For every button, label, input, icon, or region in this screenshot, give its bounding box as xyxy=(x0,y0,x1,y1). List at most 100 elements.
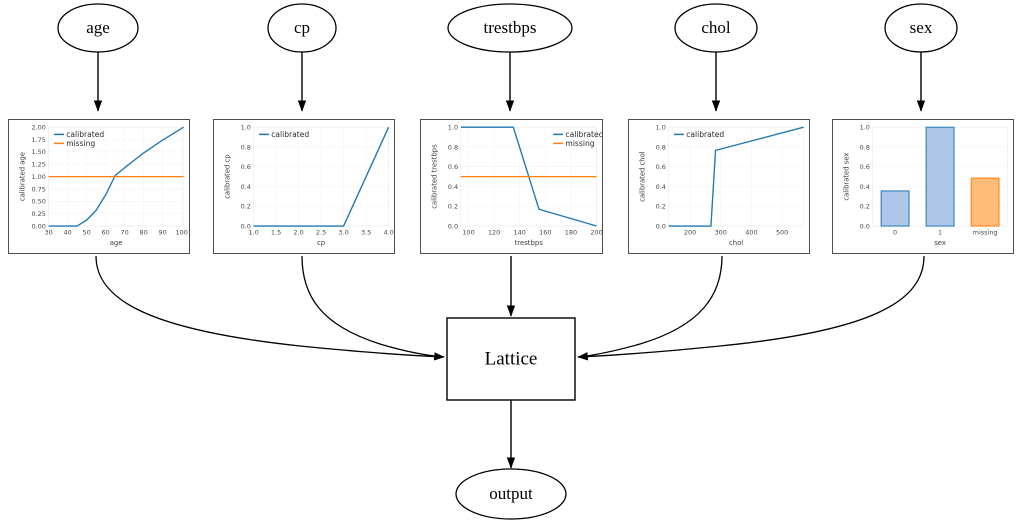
x-tick-label: 3.0 xyxy=(338,228,348,236)
y-axis-title: calibrated cp xyxy=(223,154,231,198)
y-axis-title: calibrated age xyxy=(18,152,26,201)
input-node-cp[interactable]: cp xyxy=(267,3,337,53)
y-tick-label: 0.00 xyxy=(31,222,45,230)
x-tick-label: 40 xyxy=(63,228,71,236)
x-tick-label: 4.0 xyxy=(383,228,393,236)
output-node-label: output xyxy=(489,484,533,503)
x-axis-title: age xyxy=(110,239,123,247)
lattice-node-label: Lattice xyxy=(485,348,538,369)
x-tick-label: 400 xyxy=(745,228,757,236)
input-node-trestbps[interactable]: trestbps xyxy=(447,3,573,53)
x-tick-label: 60 xyxy=(102,228,110,236)
y-tick-label: 1.0 xyxy=(448,124,458,132)
x-tick-label: 180 xyxy=(565,228,577,236)
x-tick-label: 80 xyxy=(140,228,148,236)
y-tick-label: 0.2 xyxy=(448,203,458,211)
x-tick-label: missing xyxy=(973,228,998,236)
bar-1 xyxy=(925,126,955,227)
input-node-sex[interactable]: sex xyxy=(884,3,958,53)
x-tick-label: 140 xyxy=(514,228,526,236)
x-tick-label: 30 xyxy=(44,228,52,236)
y-tick-label: 1.75 xyxy=(31,136,45,144)
y-tick-label: 0.8 xyxy=(448,143,458,151)
y-tick-label: 0.6 xyxy=(448,163,458,171)
series-line-calibrated xyxy=(460,126,597,227)
input-node-chol[interactable]: chol xyxy=(674,3,758,53)
lattice-node[interactable]: Lattice xyxy=(446,317,576,401)
y-tick-label: 1.50 xyxy=(31,148,45,156)
y-tick-label: 0.6 xyxy=(656,163,666,171)
bar-0 xyxy=(880,190,910,227)
y-axis-title: calibrated sex xyxy=(842,153,850,201)
input-node-sex-label: sex xyxy=(910,18,933,37)
legend-label-missing: missing xyxy=(66,139,95,148)
x-tick-label: 200 xyxy=(684,228,696,236)
x-tick-label: 120 xyxy=(488,228,500,236)
input-node-cp-label: cp xyxy=(294,18,310,37)
legend-box xyxy=(550,128,596,154)
x-tick-label: 1.0 xyxy=(248,228,258,236)
y-axis-title: calibrated chol xyxy=(638,151,646,202)
plot-area xyxy=(668,126,804,227)
y-tick-label: 0.0 xyxy=(860,222,870,230)
legend-label-calibrated: calibrated xyxy=(565,130,602,139)
edge-cp-chart-to-lattice xyxy=(301,255,445,361)
y-tick-label: 0.0 xyxy=(448,222,458,230)
x-axis-title: sex xyxy=(934,239,946,247)
x-axis-title: cp xyxy=(317,239,325,247)
y-tick-label: 0.6 xyxy=(860,163,870,171)
output-node[interactable]: output xyxy=(455,468,567,520)
x-axis-title: trestbps xyxy=(515,239,544,247)
y-tick-label: 0.8 xyxy=(860,143,870,151)
x-tick-label: 2.5 xyxy=(316,228,326,236)
y-tick-label: 0.2 xyxy=(860,203,870,211)
series-line-calibrated xyxy=(668,126,804,227)
edge-chol-chart-to-lattice xyxy=(577,255,723,360)
x-tick-label: 160 xyxy=(539,228,551,236)
y-axis-title: calibrated trestbps xyxy=(430,144,438,209)
x-tick-label: 500 xyxy=(776,228,788,236)
x-tick-label: 1.5 xyxy=(271,228,281,236)
x-tick-label: 300 xyxy=(715,228,727,236)
y-tick-label: 0.0 xyxy=(241,222,251,230)
input-node-chol-label: chol xyxy=(701,18,731,37)
legend-label-calibrated: calibrated xyxy=(271,130,309,139)
legend-label-calibrated: calibrated xyxy=(66,130,104,139)
y-tick-label: 0.75 xyxy=(31,185,45,193)
x-tick-label: 2.0 xyxy=(293,228,303,236)
legend-box xyxy=(256,128,302,145)
legend-label-calibrated: calibrated xyxy=(686,130,724,139)
bar-missing xyxy=(970,177,1000,227)
x-tick-label: 1 xyxy=(938,228,942,236)
edge-sex-chart-to-lattice xyxy=(577,255,925,361)
edge-age-chart-to-lattice xyxy=(95,255,445,361)
legend-box xyxy=(671,128,717,145)
x-tick-label: 200 xyxy=(590,228,602,236)
x-tick-label: 0 xyxy=(893,228,897,236)
x-tick-label: 90 xyxy=(159,228,167,236)
input-node-trestbps-label: trestbps xyxy=(484,18,537,37)
y-tick-label: 0.4 xyxy=(448,183,458,191)
y-tick-label: 0.4 xyxy=(241,183,251,191)
y-tick-label: 0.8 xyxy=(656,143,666,151)
y-tick-label: 0.2 xyxy=(241,203,251,211)
y-tick-label: 0.25 xyxy=(31,210,45,218)
x-tick-label: 3.5 xyxy=(361,228,371,236)
y-tick-label: 2.00 xyxy=(31,124,45,132)
input-node-age-label: age xyxy=(86,18,110,37)
y-tick-label: 0.0 xyxy=(656,222,666,230)
input-node-age[interactable]: age xyxy=(57,3,139,53)
y-tick-label: 0.4 xyxy=(860,183,870,191)
y-tick-label: 0.50 xyxy=(31,198,45,206)
series-line-calibrated xyxy=(253,126,390,227)
